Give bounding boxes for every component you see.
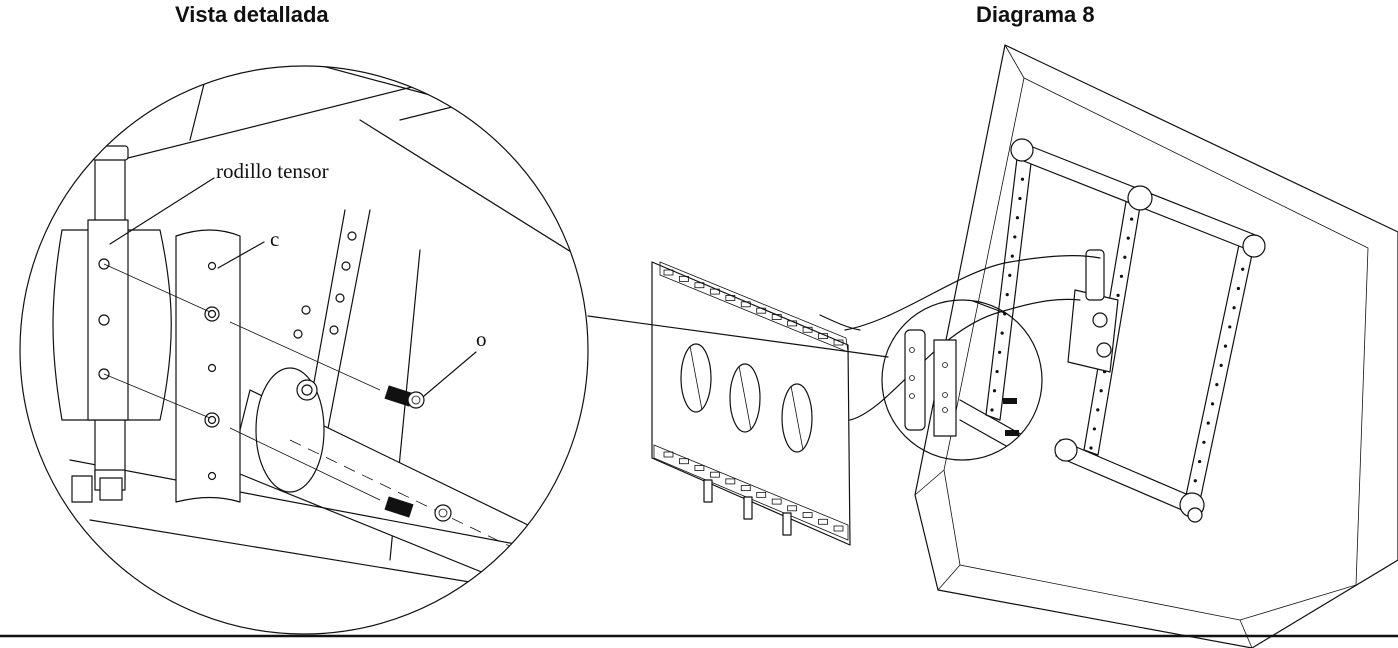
rail-hole <box>992 389 997 393</box>
plate-slot <box>756 307 767 314</box>
plate-slot <box>771 314 782 320</box>
plate-slot <box>740 301 751 308</box>
plate-slot <box>802 512 813 518</box>
rail-hole <box>1123 255 1127 259</box>
rail-hole <box>1206 421 1210 425</box>
plate-slot <box>709 471 720 478</box>
plate-slot <box>787 320 798 327</box>
rail-hole <box>1089 446 1093 450</box>
rail-hole <box>1092 427 1096 431</box>
tension-roller-label: rodillo tensor <box>216 159 329 183</box>
plate-slot <box>756 491 767 498</box>
rail-hole <box>1000 331 1004 335</box>
callout-c: c <box>217 227 279 269</box>
rail-hole <box>1193 479 1197 483</box>
rail-hole <box>1228 325 1232 329</box>
rail-hole <box>1116 293 1120 297</box>
rail-hole <box>1018 196 1022 201</box>
rail-hole <box>1096 408 1100 412</box>
rail-hole <box>1236 286 1240 291</box>
plate-slot <box>663 451 674 458</box>
plate-slot <box>787 505 798 512</box>
rail-hole <box>1015 216 1019 220</box>
rail-hole <box>998 350 1002 354</box>
plate-slot <box>709 288 720 295</box>
plate-slot <box>818 333 828 340</box>
part-c-label: c <box>270 227 279 251</box>
plate-slot <box>725 295 736 301</box>
articulating-arm <box>819 255 1101 421</box>
rail-hole <box>1005 293 1009 297</box>
plate-slot <box>740 485 751 492</box>
rail-hole <box>1099 389 1103 393</box>
rail-hole <box>1119 274 1124 278</box>
plate-slot <box>679 275 689 282</box>
plate-slot <box>694 282 705 289</box>
rail-hole <box>990 408 994 412</box>
tv-display <box>914 44 1398 648</box>
rail-hole <box>1219 363 1223 367</box>
rail-hole <box>1215 383 1219 387</box>
wall-plate <box>651 261 851 546</box>
callout-tension-roller: rodillo tensor <box>109 159 329 245</box>
plate-slot <box>818 518 828 525</box>
detail-view-title: Vista detallada <box>175 2 329 27</box>
rail-hole <box>1223 344 1228 348</box>
rail-hole <box>1013 235 1017 239</box>
plate-slot <box>802 326 813 333</box>
rail-hole <box>1126 236 1130 240</box>
rail-hole <box>1198 459 1202 464</box>
rail-hole <box>1202 440 1206 444</box>
part-o-label: o <box>476 327 487 351</box>
plate-slot <box>833 339 844 346</box>
detail-marker-circle <box>881 299 1043 461</box>
magnified-detail <box>19 65 589 635</box>
rail-hole <box>1020 177 1025 181</box>
plate-slot <box>833 525 844 532</box>
callout-o: o <box>423 327 487 397</box>
rail-hole <box>995 369 999 374</box>
plate-slot <box>725 478 736 485</box>
rail-hole <box>1210 402 1215 406</box>
plate-slot <box>694 465 705 471</box>
plate-slot <box>771 498 782 505</box>
rail-hole <box>1232 306 1236 310</box>
plate-slot <box>663 269 674 276</box>
tv-vesa-bracket <box>985 138 1266 523</box>
diagram-title: Diagrama 8 <box>976 2 1095 27</box>
rail-hole <box>1241 267 1245 271</box>
rail-hole <box>1130 217 1134 221</box>
detail-connector-line <box>587 315 889 358</box>
rail-hole <box>1008 273 1012 277</box>
rail-hole <box>1010 254 1014 258</box>
plate-slot <box>679 458 689 465</box>
